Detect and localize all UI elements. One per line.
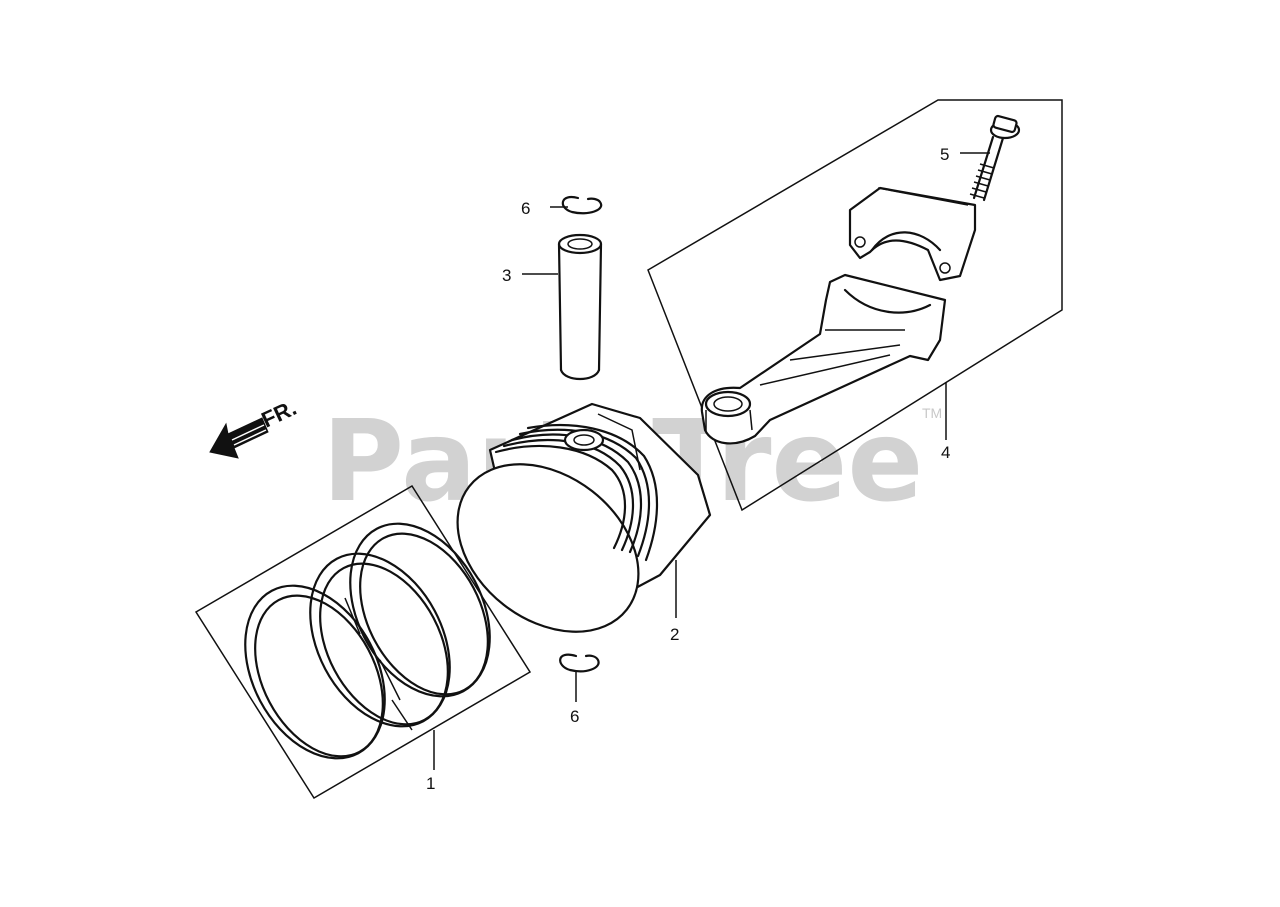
callout-6-lower: 6	[570, 707, 579, 726]
callout-2: 2	[670, 625, 679, 644]
piston-pin	[557, 233, 603, 381]
callout-3: 3	[502, 266, 511, 285]
callout-5: 5	[940, 145, 949, 164]
piston-rings-group-box	[194, 484, 532, 800]
upper-circlip	[561, 195, 603, 215]
connecting-rod-cap	[848, 186, 977, 282]
lower-circlip	[559, 653, 600, 673]
callout-4: 4	[941, 443, 950, 462]
leader-lines	[433, 152, 990, 770]
watermark-trademark: TM	[922, 405, 942, 421]
callout-6-upper: 6	[521, 199, 530, 218]
piston	[456, 402, 712, 633]
callout-1: 1	[426, 774, 435, 793]
connecting-rod	[700, 273, 947, 445]
connecting-rod-group-box	[647, 99, 1063, 512]
arrow-left-icon	[209, 417, 269, 459]
connecting-rod-bolt	[969, 114, 1021, 202]
piston-ring-set	[244, 522, 491, 760]
front-direction-marker: FR.	[209, 395, 300, 459]
